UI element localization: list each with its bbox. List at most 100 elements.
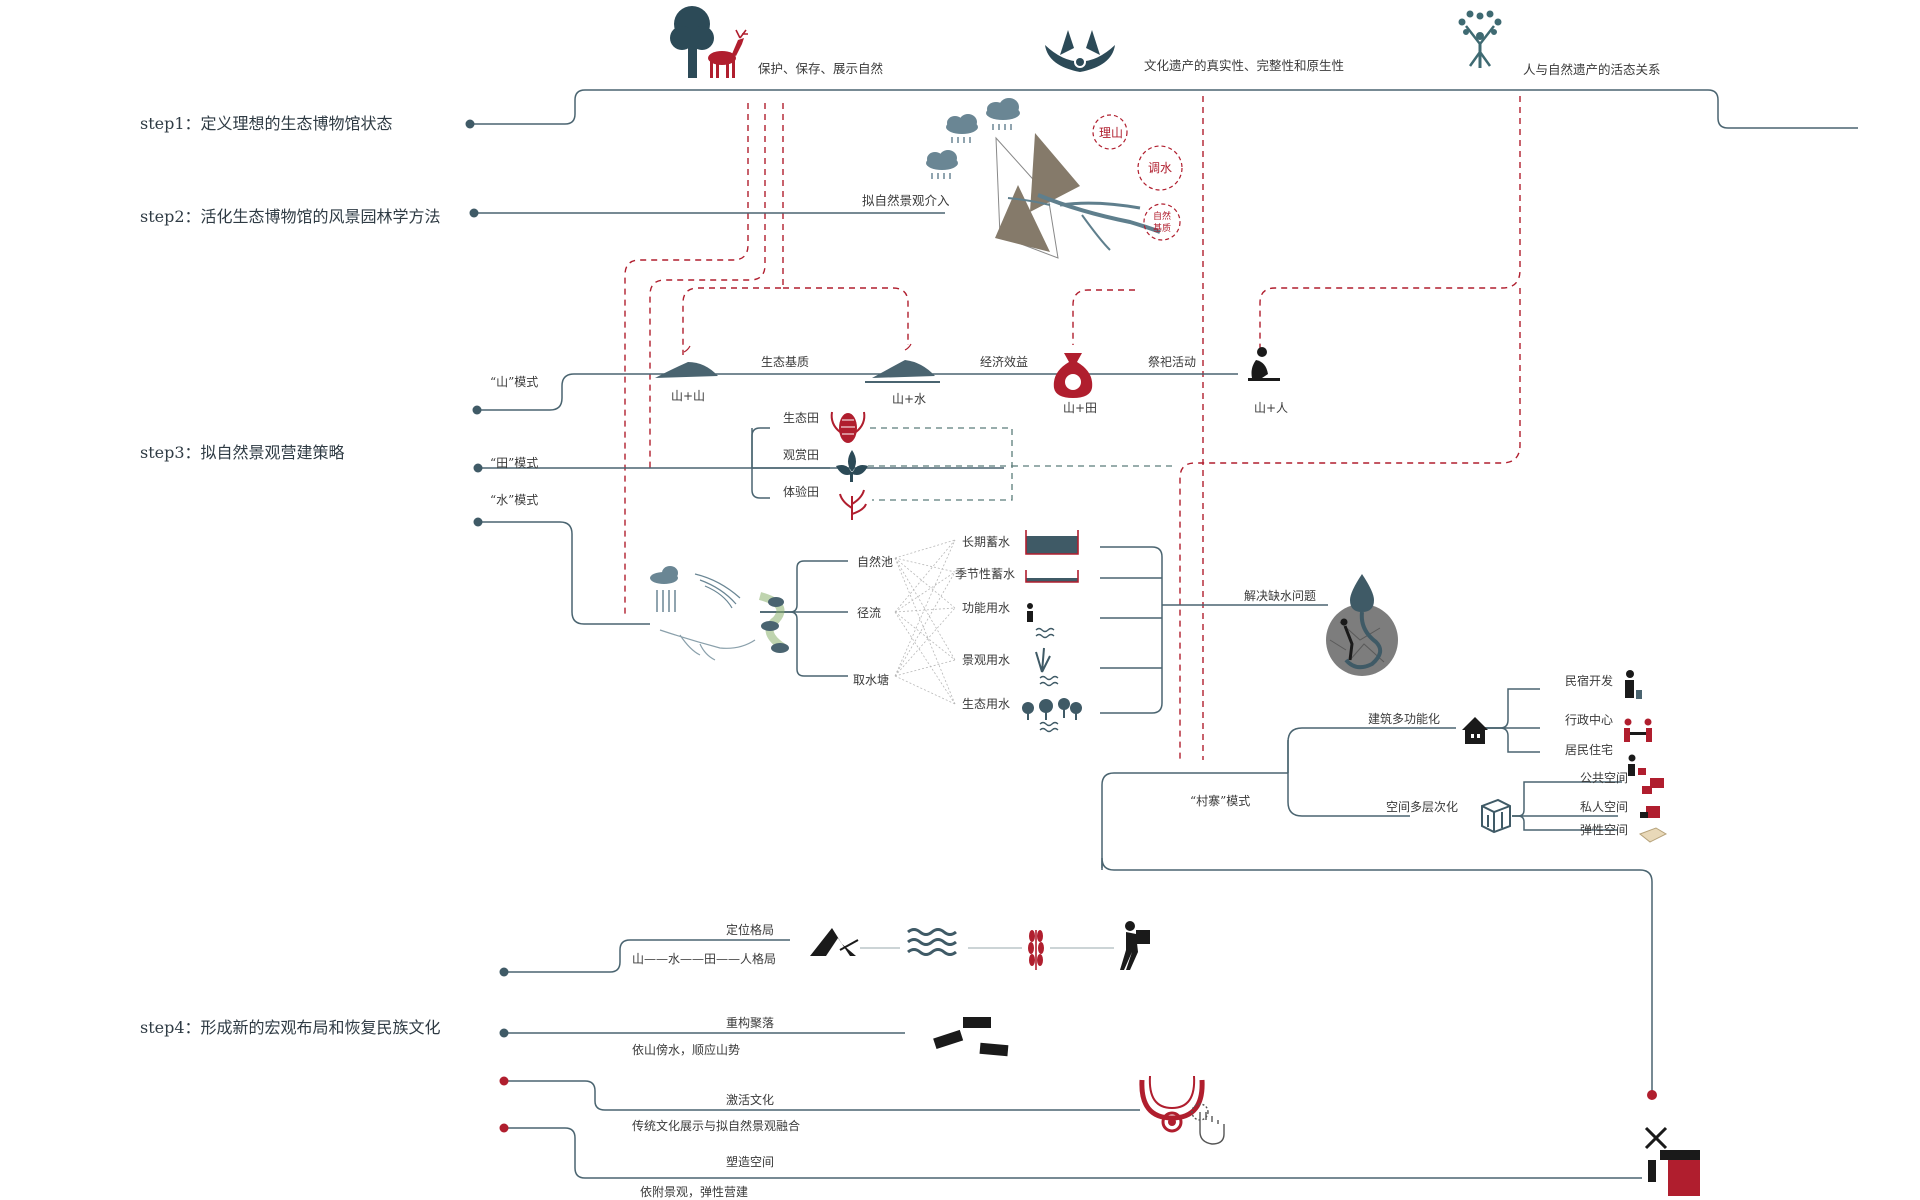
mountain-node-3: 山+田: [1063, 401, 1097, 415]
circle-label-3b: 基质: [1153, 222, 1171, 234]
functional-water-icon: [1027, 603, 1055, 639]
water-mode-title: “水”模式: [490, 493, 538, 507]
village-mode-labels: “村寨”模式 建筑多功能化 空间多层次化 民宿开发 行政中心 居民住宅 公共空间…: [1190, 673, 1628, 837]
water-mid-3: 取水塘: [853, 672, 889, 687]
village-b2-item-1: 公共空间: [1580, 771, 1628, 785]
village-branch-2: 空间多层次化: [1386, 800, 1458, 814]
step4-c-title: 激活文化: [726, 1092, 774, 1107]
step4-b-title: 重构聚落: [726, 1015, 774, 1030]
village-mode-title: “村寨”模式: [1190, 793, 1250, 808]
mountain-edge-3: 祭祀活动: [1148, 355, 1196, 369]
settlement-blocks-icon: [933, 1017, 1009, 1057]
rain-cloud-icon-3: [926, 150, 958, 179]
water-mid-2: 径流: [857, 606, 881, 620]
human-tree-icon: [1458, 10, 1502, 68]
water-mid-1: 自然池: [857, 554, 893, 569]
water-network-lines: [894, 539, 956, 705]
village-b2-item-3: 弹性空间: [1580, 823, 1628, 837]
water-scarcity-icon: [1326, 574, 1398, 676]
water-right-1: 长期蓄水: [962, 535, 1010, 549]
circle-label-3a: 自然: [1153, 210, 1171, 222]
water-waves-icon: [907, 928, 957, 956]
step-labels: step1：定义理想的生态博物馆状态 step2：活化生态博物馆的风景园林学方法…: [140, 114, 441, 1037]
field-item-1: 生态田: [783, 411, 819, 425]
step2-labels: 拟自然景观介入 理山 调水 自然 基质: [862, 126, 1172, 234]
step3-label: step3：拟自然景观营建策略: [140, 443, 345, 462]
village-b1-item-2: 行政中心: [1565, 712, 1613, 727]
field-item-3: 体验田: [783, 484, 819, 499]
mountain-mode-title: “山”模式: [490, 375, 538, 389]
mountain-node-1: 山+山: [671, 389, 705, 403]
worshipper-icon: [1248, 347, 1280, 381]
corn-icon: [830, 411, 866, 443]
mountain-edge-1: 生态基质: [761, 355, 809, 369]
wheat-icon: [1028, 930, 1044, 970]
porter-icon: [1120, 921, 1150, 970]
mountain-water-icon: [865, 343, 940, 383]
step4-d-sub: 依附景观，弹性营建: [640, 1184, 748, 1199]
village-b2-item-2: 私人空间: [1580, 800, 1628, 814]
water-result-label: 解决缺水问题: [1244, 588, 1316, 603]
landscape-water-icon: [1035, 647, 1059, 687]
mountain-pattern-icon: [810, 928, 859, 956]
step4-labels: 定位格局 山——水——田——人格局 重构聚落 依山傍水，顺应山势 激活文化 传统…: [632, 922, 800, 1199]
cube-grid-icon: [1481, 798, 1511, 834]
long-term-storage-icon: [1025, 530, 1079, 555]
ornamental-plant-icon: [836, 450, 868, 482]
seedling-icon: [839, 489, 867, 520]
rain-cloud-icon-4: [650, 566, 678, 612]
mountain-edge-2: 经济效益: [980, 354, 1028, 369]
meeting-icon: [1624, 718, 1652, 742]
touch-hand-icon: [1191, 1103, 1225, 1145]
field-dashed-connectors: [868, 427, 1175, 501]
rain-cloud-icon-1: [946, 114, 978, 143]
circle-label-1: 理山: [1099, 126, 1123, 140]
step2-dashed-circles: [1092, 114, 1183, 241]
money-bag-icon: [1053, 353, 1093, 398]
wind-flow-icon: [694, 573, 741, 609]
water-right-2: 季节性蓄水: [955, 567, 1015, 581]
main-flow-lines: [470, 89, 1858, 1179]
village-b1-item-3: 居民住宅: [1565, 742, 1613, 757]
house-icon: [1462, 717, 1488, 744]
field-mode-title: “田”模式: [490, 456, 538, 470]
silver-necklace-icon: [1139, 1075, 1205, 1133]
step4-c-sub: 传统文化展示与拟自然景观融合: [632, 1118, 800, 1133]
intervention-label: 拟自然景观介入: [862, 193, 950, 208]
theme-label-1: 保护、保存、展示自然: [758, 61, 883, 76]
node-dots: [465, 119, 1657, 1133]
mountain-icon-1: [655, 345, 718, 378]
public-space-icon: [1642, 778, 1664, 794]
rain-cloud-icon-2: [986, 98, 1020, 130]
field-item-2: 观赏田: [783, 448, 819, 462]
dragon-emblem-icon: [1045, 30, 1115, 72]
private-space-icon: [1640, 806, 1660, 818]
river-network-icon: [659, 629, 756, 661]
mountain-intervention-graphic: [995, 133, 1161, 259]
circle-label-2: 调水: [1148, 161, 1172, 175]
village-b1-item-1: 民宿开发: [1565, 673, 1613, 688]
water-right-3: 功能用水: [962, 601, 1010, 615]
top-theme-labels: 保护、保存、展示自然 文化遗产的真实性、完整性和原生性 人与自然遗产的活态关系: [758, 58, 1661, 77]
step4-a-sub: 山——水——田——人格局: [632, 951, 776, 966]
red-dashed-connectors: [624, 96, 1521, 760]
mountain-mode-labels: “山”模式 山+山 山+水 山+田 山+人 生态基质 经济效益 祭祀活动: [490, 354, 1288, 415]
field-mode-labels: “田”模式 生态田 观赏田 体验田: [490, 411, 819, 499]
tree-icon: [670, 6, 714, 78]
flexible-space-icon: [1639, 827, 1668, 843]
rain-cloud-icons: [926, 98, 1020, 179]
homestay-person-icon: [1625, 670, 1642, 699]
water-right-5: 生态用水: [962, 697, 1010, 711]
theme-label-2: 文化遗产的真实性、完整性和原生性: [1144, 58, 1344, 73]
step4-a-title: 定位格局: [726, 922, 774, 937]
theme-label-3: 人与自然遗产的活态关系: [1523, 62, 1661, 77]
ecological-water-icon: [1022, 698, 1082, 733]
step1-label: step1：定义理想的生态博物馆状态: [140, 114, 393, 133]
step4-label: step4：形成新的宏观布局和恢复民族文化: [140, 1018, 441, 1037]
mountain-node-2: 山+水: [892, 392, 926, 406]
step4-b-sub: 依山傍水，顺应山势: [632, 1042, 740, 1057]
water-mode-labels: “水”模式 自然池 径流 取水塘 长期蓄水 季节性蓄水 功能用水 景观用水 生态…: [490, 493, 1316, 711]
tools-building-icon: [1644, 1126, 1700, 1196]
vegetated-pool-icon: [758, 592, 789, 653]
deer-icon: [708, 29, 748, 78]
